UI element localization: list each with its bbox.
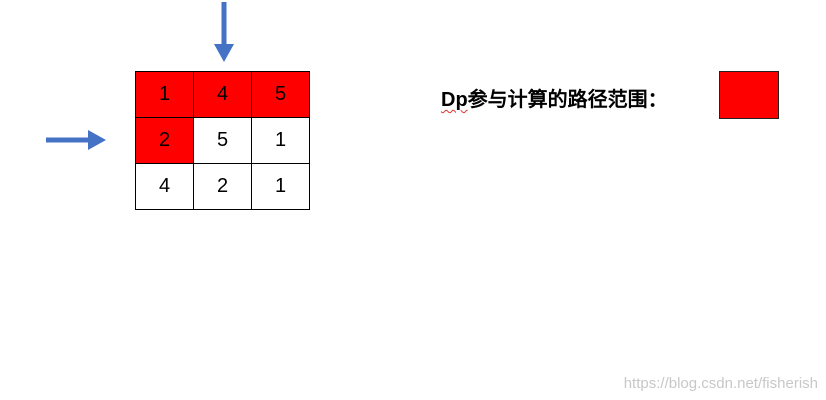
- arrow-right-icon: [46, 130, 106, 150]
- grid-cell: 1: [251, 163, 310, 210]
- legend-label: Dp参与计算的路径范围：: [441, 83, 668, 112]
- grid-cell: 2: [193, 163, 252, 210]
- legend-swatch: [719, 71, 779, 119]
- legend-label-text: 参与计算的路径范围：: [467, 89, 668, 111]
- arrow-down-icon: [214, 2, 234, 62]
- grid-cell: 4: [135, 163, 194, 210]
- grid-cell: 5: [193, 117, 252, 164]
- watermark: https://blog.csdn.net/fisherish: [623, 375, 818, 392]
- grid-cell: 2: [135, 117, 194, 164]
- grid-cell: 4: [193, 71, 252, 118]
- grid-cell: 1: [251, 117, 310, 164]
- legend-label-prefix: Dp: [441, 89, 468, 111]
- grid-cell: 1: [135, 71, 194, 118]
- grid-cell: 5: [251, 71, 310, 118]
